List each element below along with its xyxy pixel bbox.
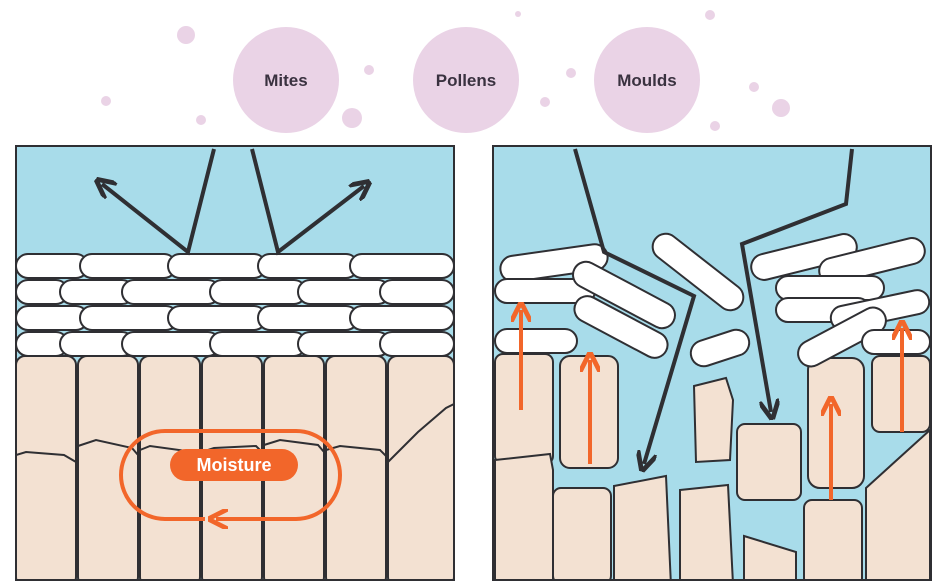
pollens-label: Pollens — [436, 71, 496, 90]
moulds-bubble: Moulds — [594, 27, 700, 133]
mites-label: Mites — [264, 71, 307, 90]
healthy-skin-panel: Moisture — [16, 146, 454, 581]
flake-layers — [16, 254, 454, 356]
pollens-bubble: Pollens — [413, 27, 519, 133]
moisture-label: Moisture — [196, 455, 271, 475]
mites-bubble: Mites — [233, 27, 339, 133]
moisture-badge: Moisture — [170, 449, 298, 481]
damaged-skin-panel — [493, 146, 931, 581]
moulds-label: Moulds — [617, 71, 677, 90]
allergen-bubbles: Mites Pollens Moulds — [101, 10, 790, 133]
